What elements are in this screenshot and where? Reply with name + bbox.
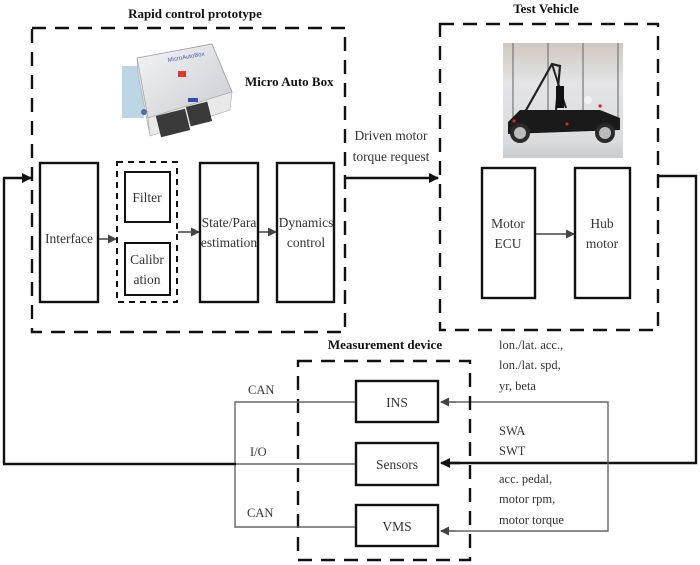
- sensors-block: Sensors: [354, 441, 440, 487]
- filter-block: Filter: [124, 171, 171, 223]
- filter-calibration-group: [116, 161, 178, 303]
- test-vehicle-image: [503, 43, 623, 158]
- vms-label: VMS: [382, 519, 411, 534]
- ins-signal: yr, beta: [499, 379, 536, 393]
- interface-label: Interface: [45, 231, 93, 246]
- bus-label-vms: CAN: [247, 506, 273, 520]
- vms-signal: motor rpm,: [499, 492, 555, 506]
- dynamics-label-line2: control: [287, 235, 325, 250]
- hub-motor-block: Hub motor: [573, 166, 632, 300]
- state-label-line2: estimation: [201, 235, 257, 250]
- sensors-signal: SWT: [499, 444, 526, 458]
- sensors-signal: SWA: [499, 424, 525, 438]
- hub-motor-label-line1: Hub: [590, 216, 613, 231]
- sensors-signals: SWA SWT: [499, 424, 526, 458]
- rcp-title: Rapid control prototype: [128, 6, 262, 21]
- motor-ecu-label-line2: ECU: [495, 236, 522, 251]
- vms-signals: acc. pedal, motor rpm, motor torque: [499, 472, 564, 527]
- link-label-line2: torque request: [353, 149, 430, 164]
- ins-block: INS: [354, 379, 440, 424]
- micro-auto-box-label: Micro Auto Box: [245, 74, 334, 89]
- ins-label: INS: [386, 395, 408, 410]
- ins-signal: lon./lat. acc.,: [499, 338, 563, 352]
- rcp-boundary: [30, 26, 347, 334]
- state-estimation-block: State/Para estimation: [198, 161, 260, 304]
- bus-label-ins: CAN: [248, 383, 274, 397]
- sensors-label: Sensors: [376, 457, 418, 472]
- motor-ecu-label-line1: Motor: [491, 216, 525, 231]
- ins-signals: lon./lat. acc., lon./lat. spd, yr, beta: [499, 338, 563, 393]
- hub-motor-label-line2: motor: [586, 236, 619, 251]
- vehicle-to-sensors-line: [444, 174, 698, 465]
- bus-label-sensors: I/O: [250, 445, 267, 459]
- motor-ecu-block: Motor ECU: [480, 166, 537, 300]
- vms-block: VMS: [354, 503, 440, 548]
- dynamics-label-line1: Dynamics: [279, 215, 334, 230]
- dynamics-control-block: Dynamics control: [275, 161, 336, 304]
- vehicle-title: Test Vehicle: [513, 1, 579, 16]
- calibration-label-line2: ation: [134, 272, 161, 287]
- calibration-label-line1: Calibr: [130, 252, 164, 267]
- vehicle-signal-line-ins-vms: [441, 401, 609, 532]
- micro-auto-box-image: MicroAutoBox: [122, 43, 233, 138]
- state-label-line1: State/Para: [202, 215, 257, 230]
- calibration-block: Calibr ation: [124, 242, 171, 296]
- vms-signal: motor torque: [499, 513, 564, 527]
- measurement-title: Measurement device: [328, 337, 442, 352]
- link-label-line1: Driven motor: [354, 128, 428, 143]
- filter-label: Filter: [132, 190, 162, 205]
- interface-block: Interface: [38, 161, 100, 304]
- vms-signal: acc. pedal,: [499, 472, 552, 486]
- ins-signal: lon./lat. spd,: [499, 358, 561, 372]
